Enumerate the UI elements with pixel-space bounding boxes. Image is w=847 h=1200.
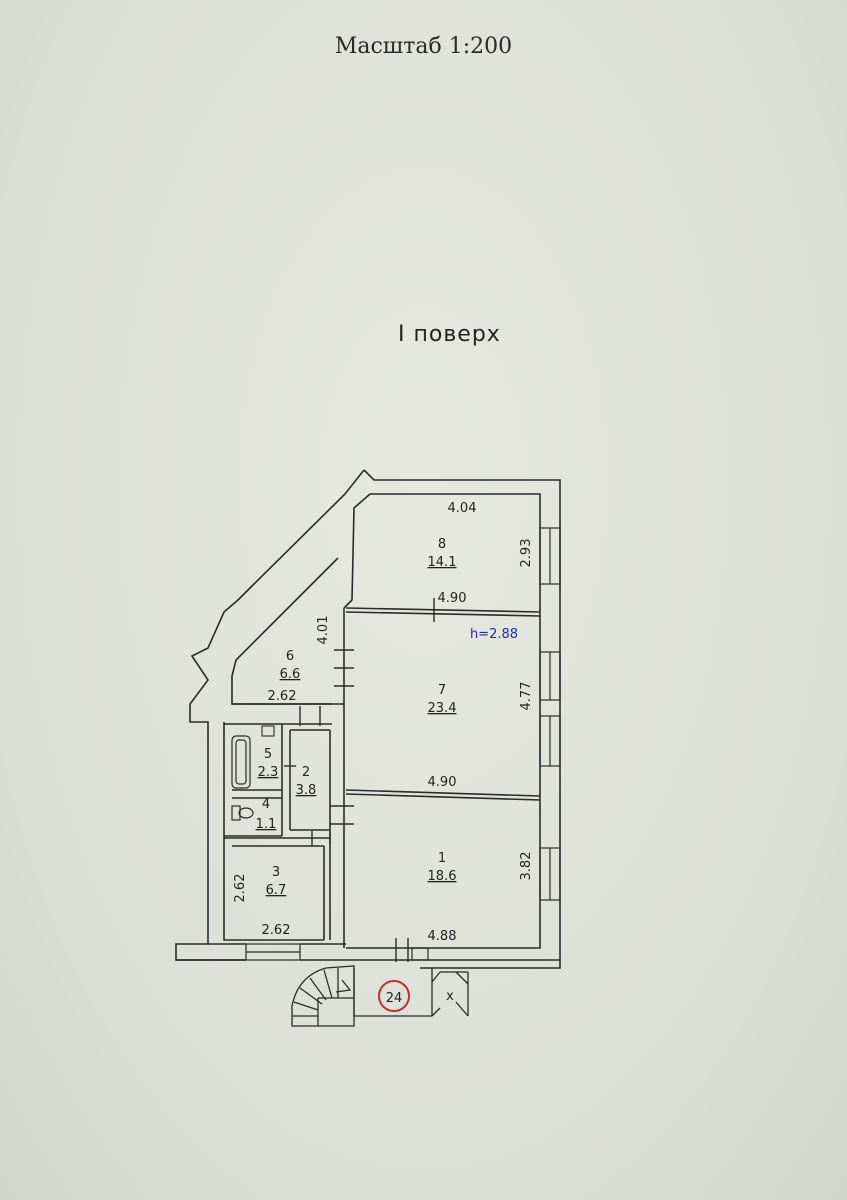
room-4: 4 1.1 [256, 797, 277, 832]
room-number: 2 [302, 765, 310, 780]
scale-title: Масштаб 1:200 [334, 34, 513, 59]
room-number: 1 [438, 851, 446, 866]
dimension-label: 2.62 [262, 923, 291, 938]
dimension-label: 3.82 [519, 852, 534, 881]
room-number: 4 [262, 797, 270, 812]
room-area: 1.1 [256, 817, 277, 832]
room-area: 3.8 [296, 783, 317, 798]
room-6: 6 6.6 [280, 649, 301, 682]
dimension-label: 4.77 [519, 682, 534, 711]
room-8: 8 14.1 [428, 537, 457, 570]
room-7: 7 23.4 [428, 683, 457, 716]
ceiling-height-label: h=2.88 [470, 627, 518, 642]
dimension-label: 4.01 [316, 616, 331, 645]
room-3: 3 6.7 [266, 865, 287, 898]
room-area: 14.1 [428, 555, 457, 570]
sink-icon [261, 725, 275, 737]
room-area: 6.7 [266, 883, 287, 898]
room-area: 23.4 [428, 701, 457, 716]
windows [245, 527, 561, 961]
staircase-icon [291, 965, 355, 1027]
room-area: 18.6 [428, 869, 457, 884]
dimension-label: 2.62 [233, 874, 248, 903]
entrance-mark: x [446, 989, 454, 1004]
floor-title: I поверх [398, 322, 501, 347]
room-1: 1 18.6 [428, 851, 457, 884]
entrance-number: 24 [386, 991, 403, 1006]
room-area: 2.3 [258, 765, 279, 780]
room-5: 5 2.3 [258, 747, 279, 780]
dimension-label: 4.90 [438, 591, 467, 606]
room-number: 5 [264, 747, 272, 762]
room-number: 6 [286, 649, 294, 664]
room-2: 2 3.8 [296, 765, 317, 798]
dimension-label: 2.93 [519, 539, 534, 568]
room-number: 3 [272, 865, 280, 880]
room-area: 6.6 [280, 667, 301, 682]
entrance-number-circle [378, 980, 410, 1012]
room-number: 8 [438, 537, 446, 552]
dimension-label: 4.04 [448, 501, 477, 516]
bathtub-icon [231, 735, 251, 789]
dimension-label: 4.90 [428, 775, 457, 790]
dimension-label: 4.88 [428, 929, 457, 944]
room-number: 7 [438, 683, 446, 698]
dimension-label: 2.62 [268, 689, 297, 704]
door-marks [284, 598, 435, 962]
entrance-porch [353, 968, 469, 1017]
toilet-icon [231, 805, 254, 821]
